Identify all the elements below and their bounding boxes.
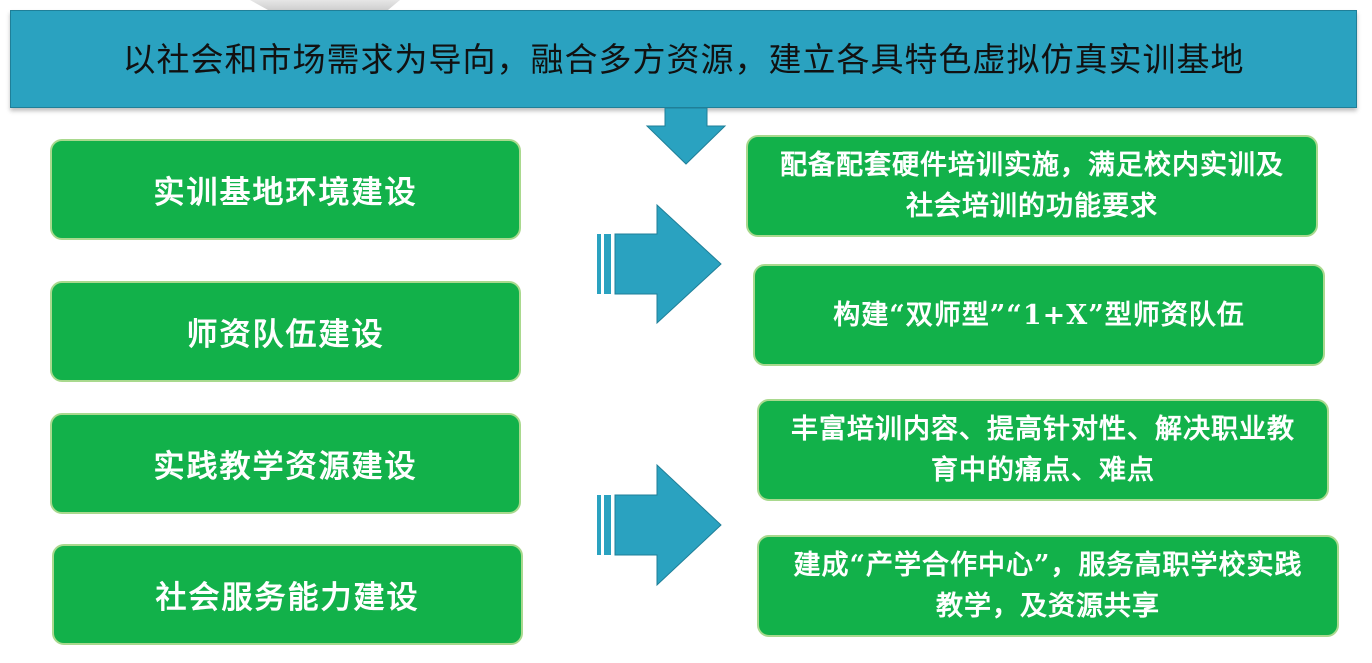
banner: 以社会和市场需求为导向，融合多方资源，建立各具特色虚拟仿真实训基地 — [10, 10, 1357, 108]
left-box-label: 实践教学资源建设 — [153, 449, 418, 485]
left-box-label: 师资队伍建设 — [186, 317, 385, 353]
left-box-social-service: 社会服务能力建设 — [52, 544, 523, 645]
right-box-label: 建成“产学合作中心”，服务高职学校实践教学，及资源共享 — [793, 550, 1303, 622]
left-box-environment: 实训基地环境建设 — [50, 139, 521, 240]
left-box-label: 实训基地环境建设 — [153, 175, 418, 211]
left-box-label: 社会服务能力建设 — [155, 580, 420, 616]
right-box-label: 丰富培训内容、提高针对性、解决职业教育中的痛点、难点 — [791, 414, 1295, 486]
right-box-training-content: 丰富培训内容、提高针对性、解决职业教育中的痛点、难点 — [757, 399, 1329, 501]
right-box-industry-center: 建成“产学合作中心”，服务高职学校实践教学，及资源共享 — [757, 535, 1339, 637]
decorative-tab — [250, 0, 400, 10]
right-box-hardware: 配备配套硬件培训实施，满足校内实训及社会培训的功能要求 — [746, 135, 1318, 237]
right-arrow-icon-lower — [597, 463, 722, 587]
left-box-faculty: 师资队伍建设 — [50, 281, 521, 382]
banner-title: 以社会和市场需求为导向，融合多方资源，建立各具特色虚拟仿真实训基地 — [122, 40, 1245, 79]
down-arrow-icon — [645, 108, 727, 165]
left-box-teaching-resources: 实践教学资源建设 — [50, 413, 521, 514]
right-arrow-icon-upper — [597, 203, 722, 325]
right-box-label: 配备配套硬件培训实施，满足校内实训及社会培训的功能要求 — [780, 150, 1284, 222]
right-box-dual-teacher: 构建“双师型”“1+X”型师资队伍 — [753, 264, 1325, 366]
right-box-label: 构建“双师型”“1+X”型师资队伍 — [833, 299, 1245, 331]
